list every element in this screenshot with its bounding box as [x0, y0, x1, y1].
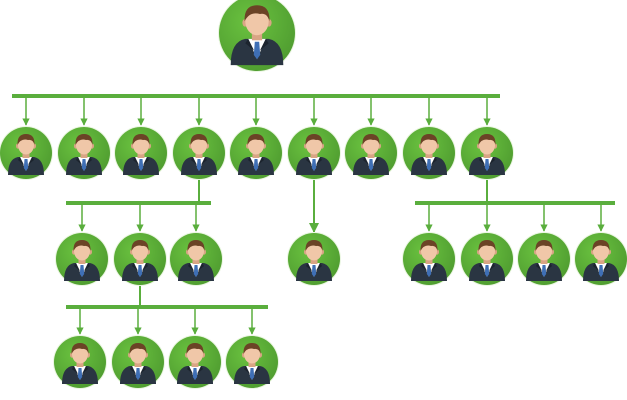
org-node — [168, 335, 222, 389]
person-icon — [234, 343, 270, 384]
person-icon — [66, 134, 102, 175]
person-icon — [238, 134, 274, 175]
org-node — [169, 232, 223, 286]
org-node — [114, 126, 168, 180]
org-node — [344, 126, 398, 180]
person-icon — [296, 240, 332, 281]
person-icon — [411, 134, 447, 175]
org-node — [53, 335, 107, 389]
person-icon — [296, 134, 332, 175]
org-node — [287, 126, 341, 180]
person-icon — [178, 240, 214, 281]
org-node — [111, 335, 165, 389]
org-node — [460, 232, 514, 286]
org-node — [402, 126, 456, 180]
org-node — [402, 232, 456, 286]
org-node — [113, 232, 167, 286]
org-node — [229, 126, 283, 180]
org-node — [574, 232, 627, 286]
node-layer — [0, 0, 627, 389]
person-icon — [64, 240, 100, 281]
person-icon — [181, 134, 217, 175]
person-icon — [469, 240, 505, 281]
connector-lines — [12, 94, 615, 335]
org-node — [517, 232, 571, 286]
person-icon — [123, 134, 159, 175]
org-node — [55, 232, 109, 286]
person-icon — [230, 5, 284, 66]
person-icon — [177, 343, 213, 384]
org-node — [57, 126, 111, 180]
person-icon — [120, 343, 156, 384]
person-icon — [8, 134, 44, 175]
org-node — [460, 126, 514, 180]
person-icon — [469, 134, 505, 175]
org-node — [287, 232, 341, 286]
person-icon — [526, 240, 562, 281]
person-icon — [411, 240, 447, 281]
person-icon — [62, 343, 98, 384]
org-node — [0, 126, 53, 180]
org-node-root — [218, 0, 296, 72]
person-icon — [122, 240, 158, 281]
person-icon — [353, 134, 389, 175]
org-node — [172, 126, 226, 180]
person-icon — [583, 240, 619, 281]
org-node — [225, 335, 279, 389]
